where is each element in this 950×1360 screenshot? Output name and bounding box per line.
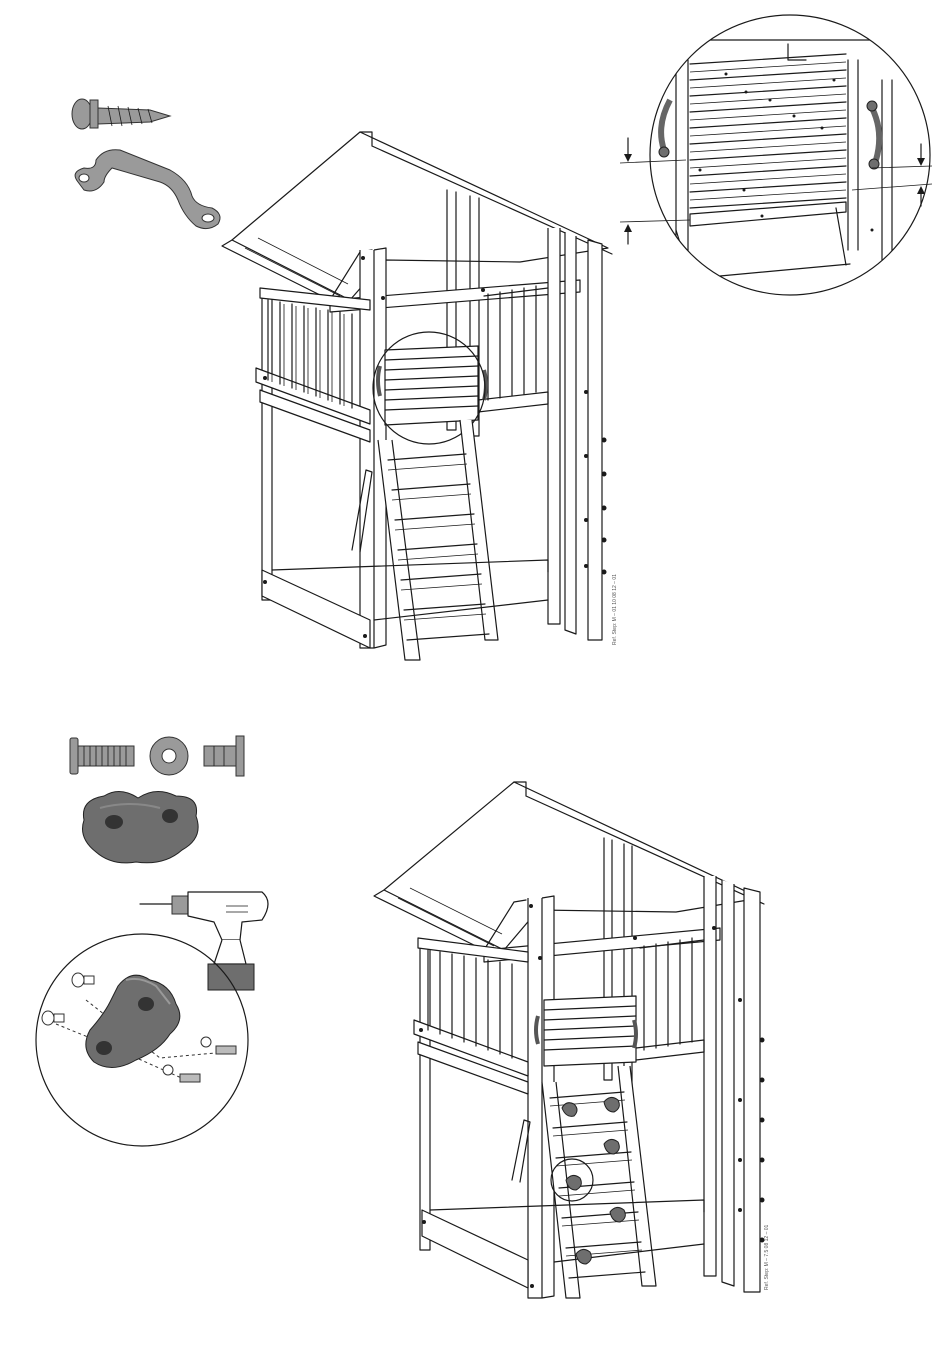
handle-detail-circle: [620, 15, 940, 295]
step1-reference-code: Ref. Step: M – 01 10 08 12 – 01: [612, 574, 618, 645]
grip-handle-icon: [75, 150, 220, 229]
climbing-stone-icon: [83, 791, 199, 862]
screw-icon: [72, 99, 170, 129]
playhouse-step2: [374, 782, 765, 1298]
t-nut-icon: [204, 736, 244, 776]
washer-icon: [150, 737, 188, 775]
drill-icon: [140, 892, 268, 990]
playhouse-step1: [222, 132, 612, 660]
step2-reference-code: Ref. Step: M – 7.5 08 12 – 01: [764, 1224, 770, 1290]
bolt-icon: [70, 738, 134, 774]
